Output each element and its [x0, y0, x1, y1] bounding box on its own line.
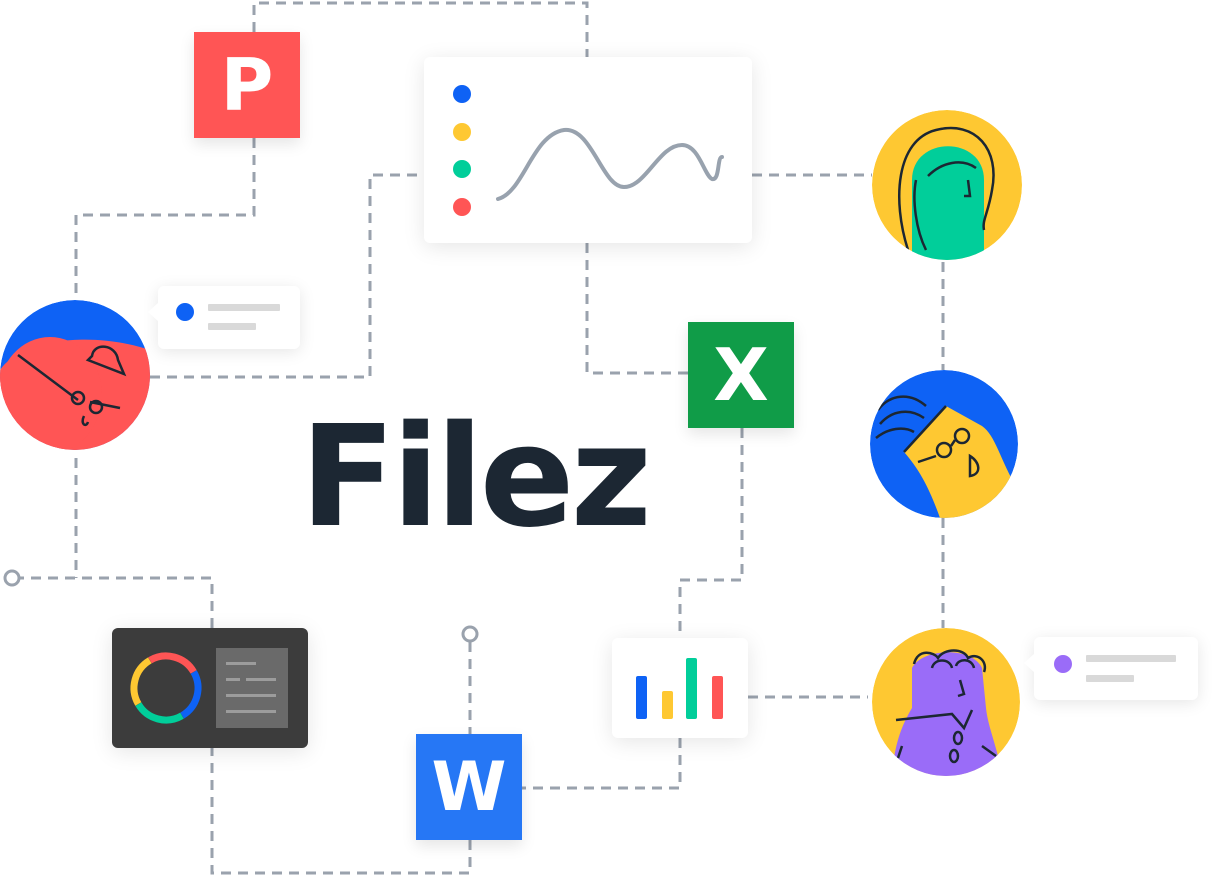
excel-file-icon[interactable]: X: [688, 322, 794, 428]
status-dot: [176, 303, 194, 321]
bar-yellow: [662, 691, 673, 719]
text-placeholder-line: [1086, 675, 1134, 682]
powerpoint-file-icon[interactable]: P: [194, 32, 300, 138]
text-placeholder-line: [208, 304, 280, 311]
bar-chart-icon: [636, 658, 723, 719]
message-bubble-right[interactable]: [1024, 637, 1198, 700]
avatar-red-hat[interactable]: [0, 300, 150, 450]
avatar-green-hair[interactable]: [872, 110, 1022, 260]
status-dot: [1054, 655, 1072, 673]
brand-title: Filez: [300, 396, 652, 559]
powerpoint-letter: P: [220, 43, 274, 127]
text-placeholder-line: [208, 323, 256, 330]
list-panel: [216, 648, 288, 728]
avatar-glasses[interactable]: [870, 370, 1018, 518]
line-chart-icon: [453, 85, 724, 216]
person-icon: [872, 110, 1022, 260]
legend-dot-yellow: [453, 123, 471, 141]
bar-red: [712, 676, 723, 719]
avatar-purple[interactable]: [872, 628, 1020, 776]
legend-dot-red: [453, 198, 471, 216]
message-bubble-left[interactable]: [148, 286, 300, 349]
person-icon: [0, 300, 150, 450]
line-chart-card[interactable]: [424, 57, 752, 243]
person-icon: [870, 370, 1018, 518]
excel-letter: X: [713, 333, 769, 417]
text-placeholder-line: [1086, 655, 1176, 662]
person-icon: [872, 628, 1020, 776]
word-letter: W: [431, 747, 507, 827]
donut-chart-icon: [130, 648, 288, 728]
legend-dot-green: [453, 160, 471, 178]
bar-blue: [636, 676, 647, 719]
legend-dot-blue: [453, 85, 471, 103]
bar-green: [686, 658, 697, 719]
word-file-icon[interactable]: W: [416, 734, 522, 840]
dashboard-card[interactable]: [112, 628, 308, 748]
wave-line: [496, 127, 724, 201]
bar-chart-card[interactable]: [612, 638, 748, 738]
